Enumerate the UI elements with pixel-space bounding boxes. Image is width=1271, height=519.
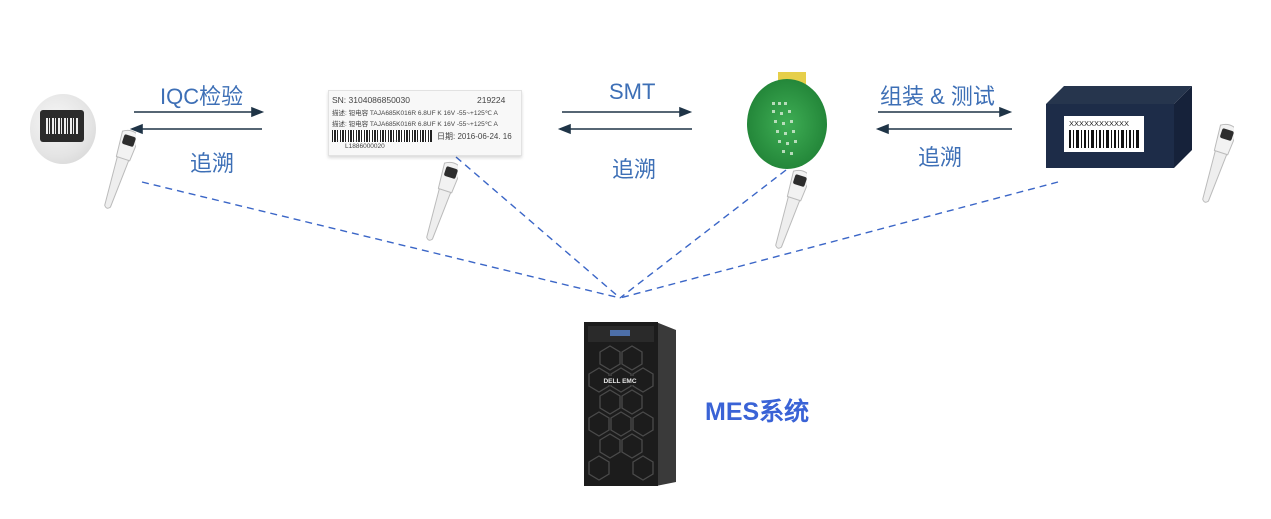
arrow-assembly-forward	[999, 106, 1013, 118]
barcode-scanner-icon	[426, 161, 458, 241]
arrow-smt-back	[557, 123, 571, 135]
dash-line-reel	[141, 181, 621, 299]
barcode-scanner-icon	[775, 169, 807, 249]
label-desc-1: 描述: 钽电容 TAJA685K016R 6.8UF K 16V -55~+12…	[332, 110, 498, 117]
dash-line-pcb	[619, 169, 787, 299]
arrow-iqc-back	[129, 123, 143, 135]
dash-line-box	[619, 181, 1059, 299]
label-barcode	[332, 130, 432, 142]
barcode-scanner-icon	[1202, 123, 1234, 203]
box-barcode-text: XXXXXXXXXXXX	[1069, 119, 1129, 128]
barcode-scanner-icon	[104, 129, 136, 209]
component-reel-image	[30, 94, 96, 164]
mes-system-label: MES系统	[705, 398, 810, 426]
label-lot: L1886000020	[345, 143, 385, 150]
server-brand-text: DELL EMC	[603, 378, 636, 385]
mes-server-image: DELL EMC	[584, 322, 676, 486]
iqc-step-label: IQC检验	[160, 84, 244, 109]
pcb-board-image	[747, 72, 827, 169]
arrow-assembly-back	[875, 123, 889, 135]
arrow-iqc-forward	[251, 106, 265, 118]
label-sn: SN: 3104086850030	[332, 95, 410, 105]
arrow-smt-forward	[679, 106, 693, 118]
assembly-step-label: 组装 & 测试	[880, 84, 995, 109]
label-date: 日期: 2016-06-24. 16	[437, 132, 512, 141]
trace-label-3: 追溯	[918, 145, 963, 170]
product-box-image: XXXXXXXXXXXX	[1046, 86, 1192, 168]
component-chip	[40, 110, 84, 142]
label-code: 219224	[477, 95, 506, 105]
label-desc-2: 描述: 钽电容 TAJA685K016R 6.8UF K 16V -55~+12…	[332, 121, 498, 128]
smt-step-label: SMT	[609, 79, 656, 104]
dash-line-label	[455, 156, 621, 299]
trace-label-1: 追溯	[190, 151, 235, 176]
trace-label-2: 追溯	[612, 157, 657, 182]
material-label-image: SN: 3104086850030 219224 描述: 钽电容 TAJA685…	[328, 90, 522, 156]
